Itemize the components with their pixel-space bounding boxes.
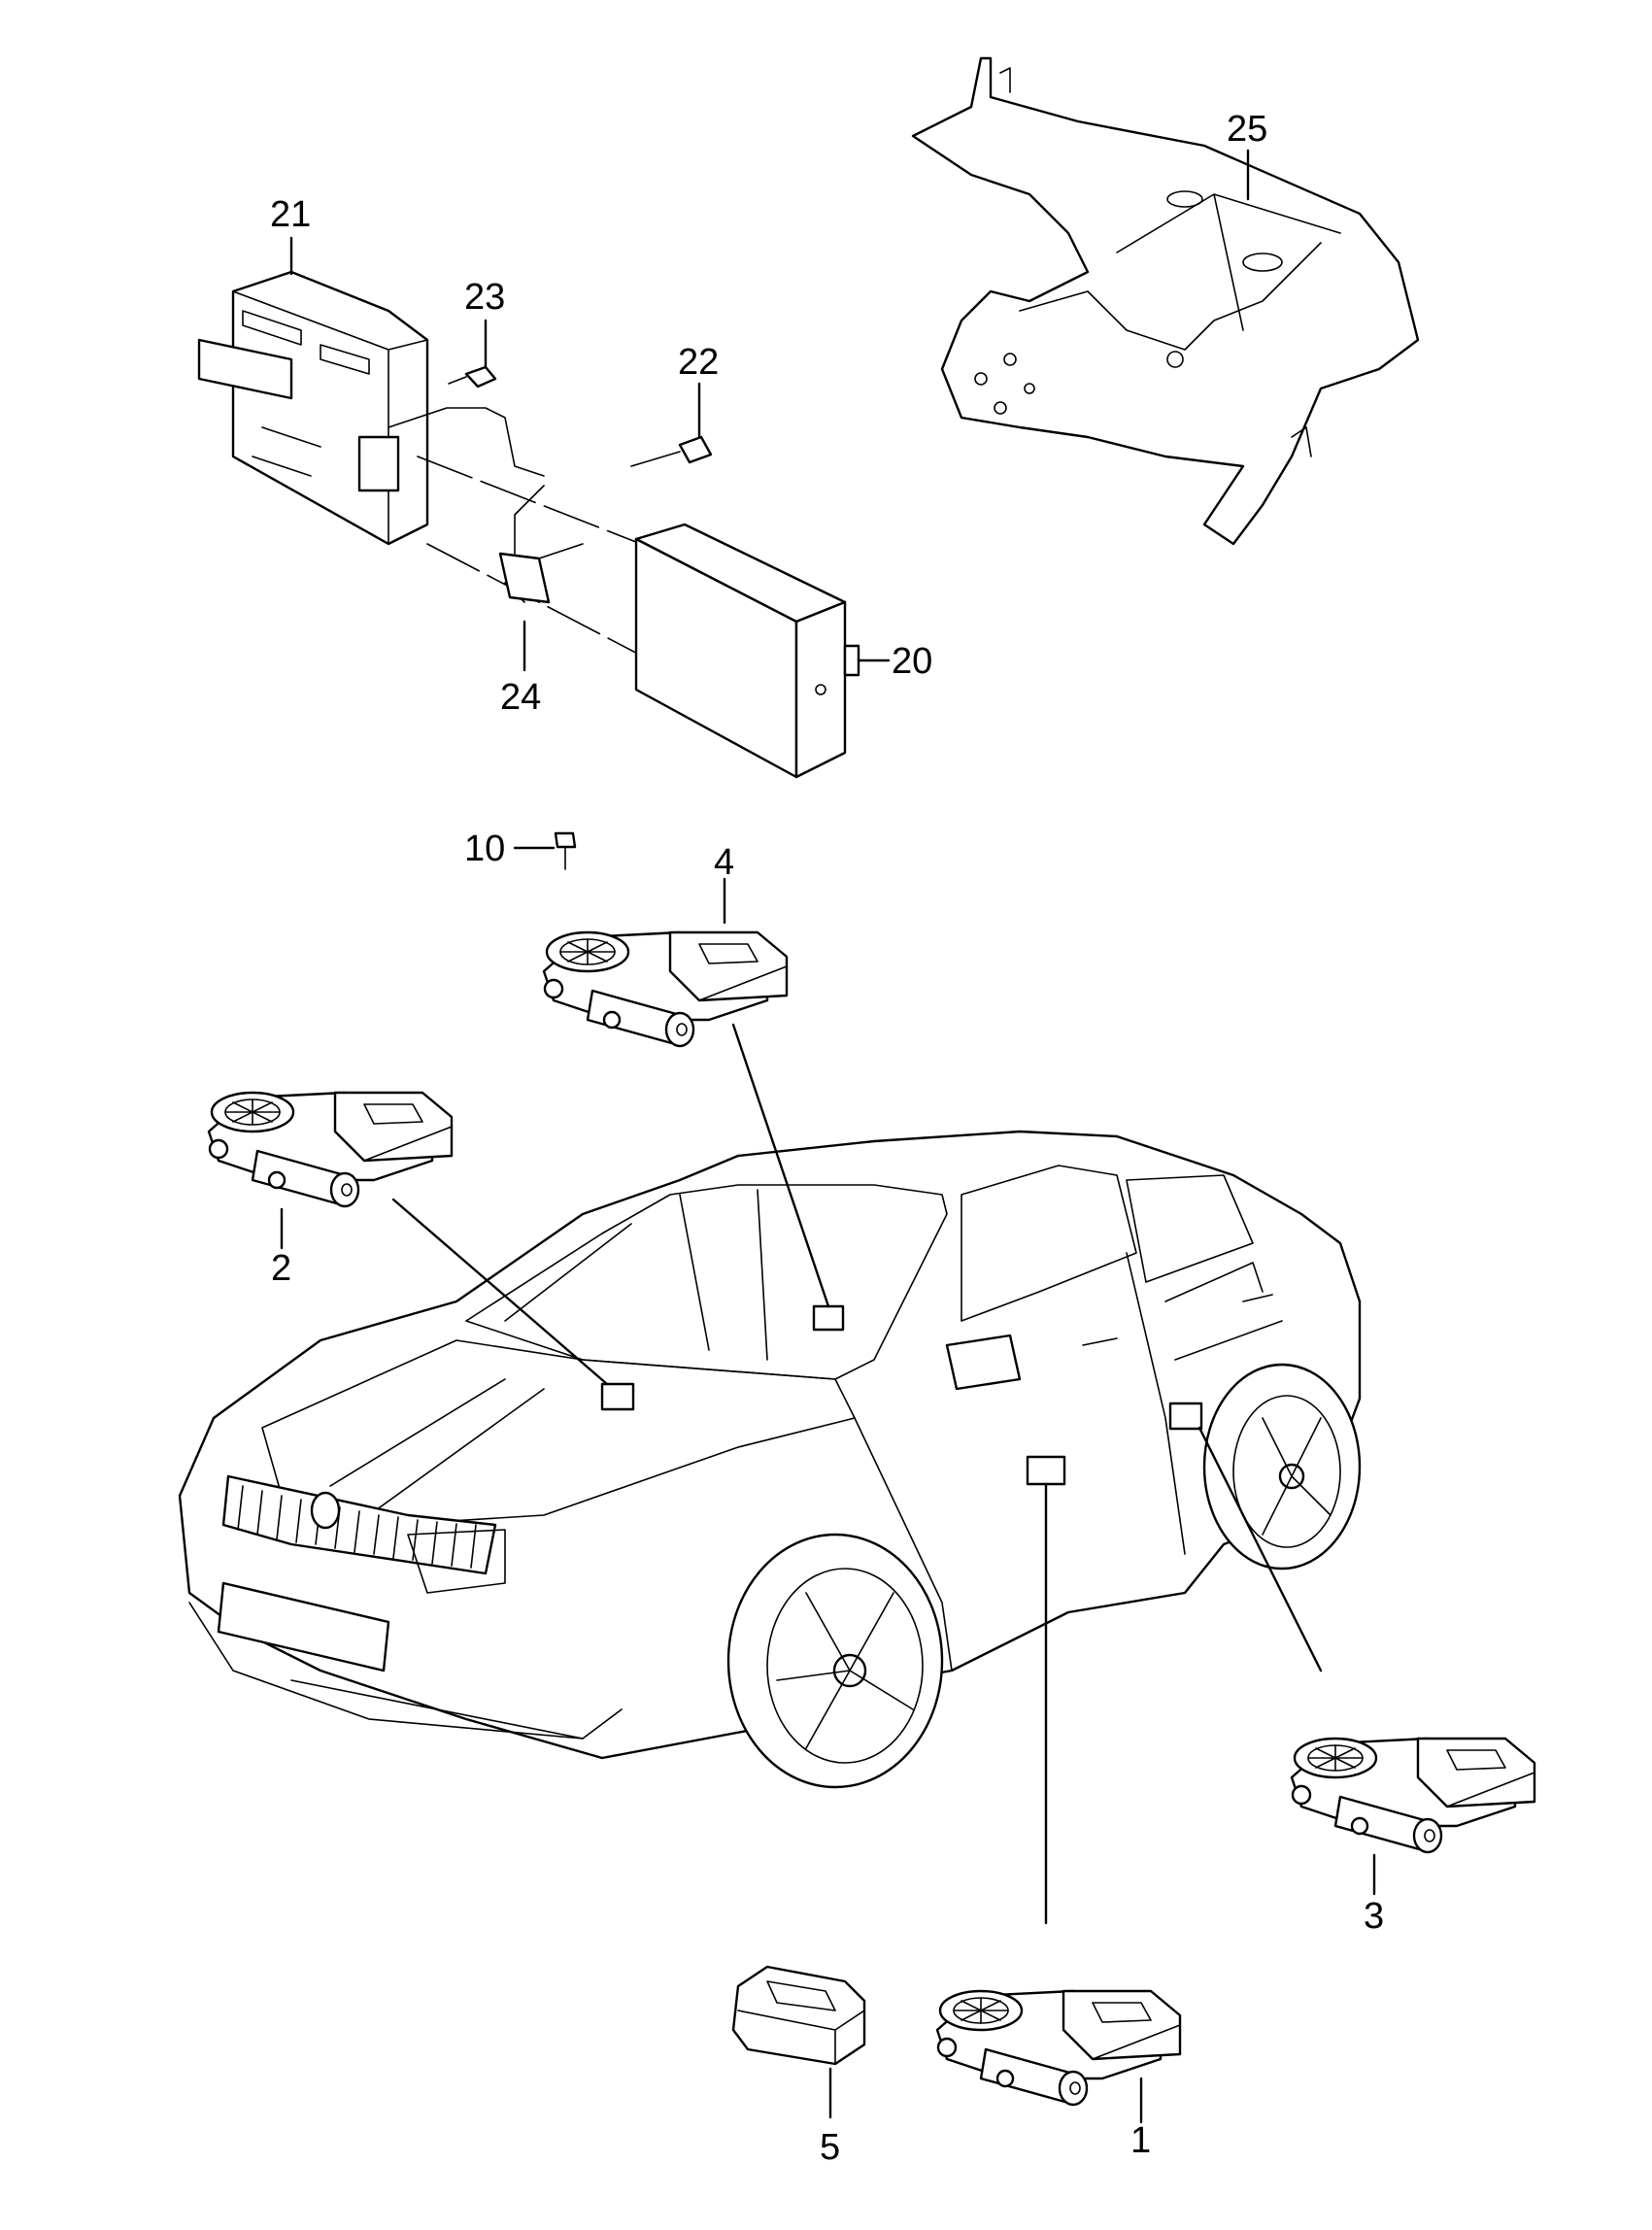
control-module-5-icon [731, 1965, 866, 2066]
screw-icon [448, 365, 497, 389]
callout-23: 23 [464, 277, 505, 318]
callout-4: 4 [714, 842, 734, 883]
leader-line [1197, 1426, 1323, 1672]
window-regulator-motor-icon [1290, 1737, 1536, 1854]
location-marker [812, 1304, 845, 1332]
callout-21: 21 [270, 194, 311, 235]
callout-10: 10 [464, 828, 505, 869]
screw-icon [630, 435, 713, 467]
callout-3: 3 [1364, 1896, 1384, 1937]
leader-line [731, 1023, 830, 1308]
callout-20: 20 [892, 641, 932, 682]
callout-2: 2 [271, 1248, 291, 1289]
connector-24-icon [498, 485, 584, 604]
callout-1: 1 [1130, 2120, 1151, 2161]
bracket-icon [911, 56, 1420, 546]
carrier-21-icon [197, 270, 545, 546]
leader-line [391, 1198, 609, 1386]
sedan-car-icon [178, 1130, 1362, 1789]
window-regulator-motor-icon [207, 1091, 454, 1208]
callout-25: 25 [1227, 109, 1267, 150]
screw-icon [554, 831, 577, 870]
callout-22: 22 [678, 342, 719, 383]
callout-5: 5 [820, 2127, 840, 2168]
control-unit-icon [634, 523, 860, 779]
location-marker [1026, 1455, 1066, 1486]
window-regulator-motor-icon [935, 1989, 1182, 2107]
window-regulator-motor-icon [542, 930, 789, 1048]
location-marker [1168, 1402, 1203, 1431]
location-marker [600, 1382, 635, 1411]
callout-24: 24 [500, 677, 541, 718]
